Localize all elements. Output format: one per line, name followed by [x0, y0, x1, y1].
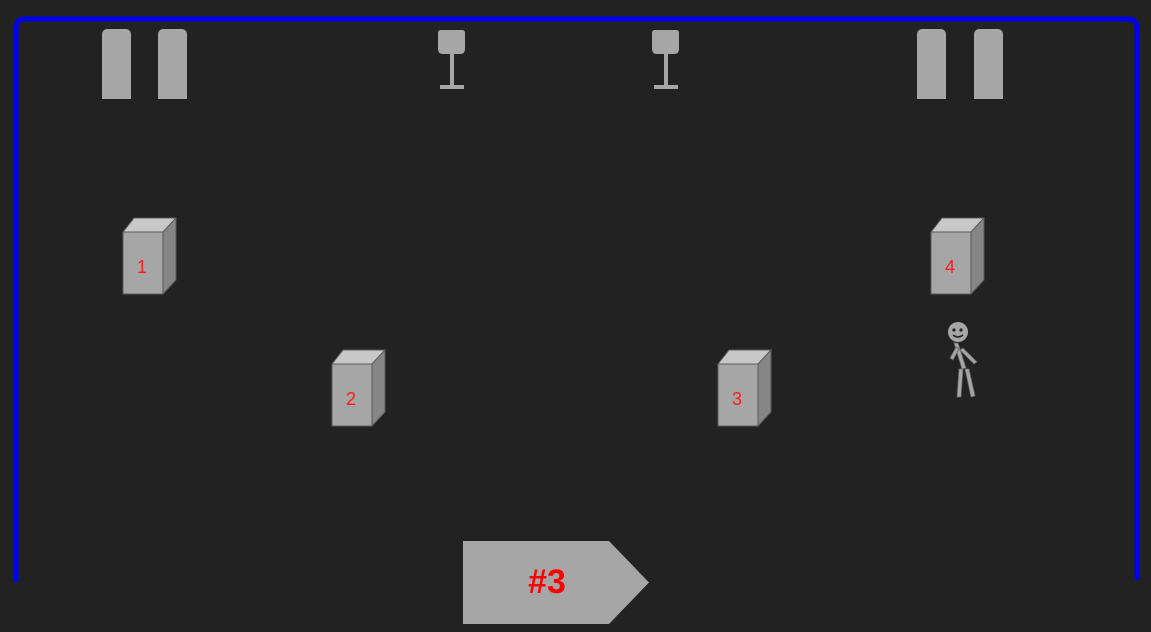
box-shape [930, 216, 986, 296]
stick-figure-icon[interactable] [940, 320, 980, 400]
lamp-icon [436, 29, 468, 91]
box-shape [717, 348, 773, 428]
round-number: #3 [463, 541, 631, 624]
box-shape [122, 216, 178, 296]
pillar-right-1 [917, 29, 946, 99]
box-label: 1 [122, 258, 162, 276]
round-indicator: #3 [463, 541, 650, 624]
box-1[interactable]: 1 [122, 216, 178, 296]
box-label: 3 [717, 390, 757, 408]
box-label: 2 [331, 390, 371, 408]
box-4[interactable]: 4 [930, 216, 986, 296]
pillar-right-2 [974, 29, 1003, 99]
pillar-left-1 [102, 29, 131, 99]
box-shape [331, 348, 387, 428]
pillar-left-2 [158, 29, 187, 99]
box-label: 4 [930, 258, 970, 276]
box-2[interactable]: 2 [331, 348, 387, 428]
lamp-icon [650, 29, 682, 91]
box-3[interactable]: 3 [717, 348, 773, 428]
